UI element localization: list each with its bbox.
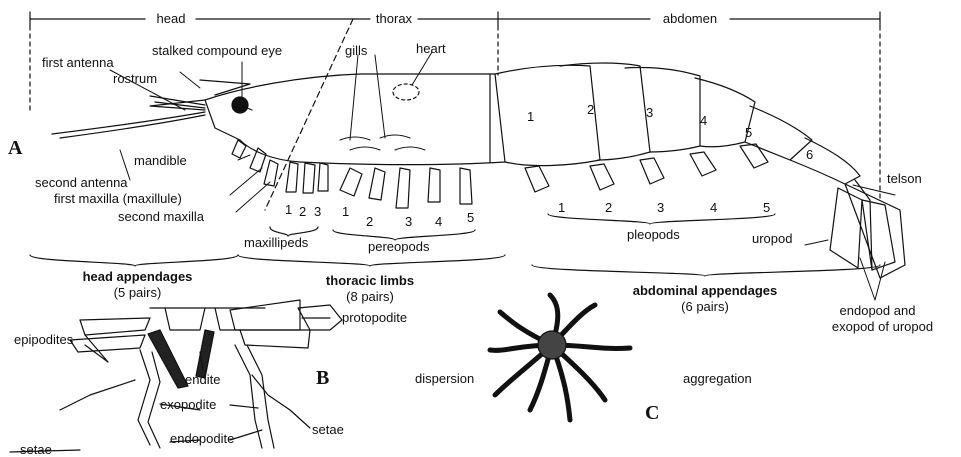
abdominal-appendages-count: (6 pairs) [590,300,820,314]
pleopod-number: 2 [605,201,612,215]
maxilliped-number: 3 [314,205,321,219]
head-appendages-count: (5 pairs) [45,286,230,300]
endopod-exopod-label-line1: endopod and [820,304,935,318]
pleopod-number: 4 [710,201,717,215]
epipodites-label: epipodites [14,333,73,347]
head-appendages-title: head appendages [45,270,230,284]
dispersion-label: dispersion [415,372,474,386]
thoracic-limbs-count: (8 pairs) [300,290,440,304]
segment-number: 5 [745,126,752,140]
region-thorax-label: thorax [370,12,418,26]
panel-a-label: A [8,138,22,158]
maxilliped-number: 1 [285,203,292,217]
region-abdomen-label: abdomen [650,12,730,26]
leader-lines [110,52,895,300]
exopodite-label: exopodite [160,398,216,412]
thoracic-limb-drawing [10,300,342,452]
uropod-label: uropod [752,232,792,246]
segment-number: 1 [527,110,534,124]
pleopod-number: 3 [657,201,664,215]
segment-number: 4 [700,114,707,128]
rostrum-label: rostrum [113,72,157,86]
pleopods-label: pleopods [627,228,680,242]
second-maxilla-label: second maxilla [118,210,204,224]
endite-label: endite [185,373,220,387]
pereopod-number: 5 [467,211,474,225]
segment-number: 6 [806,148,813,162]
mandible-label: mandible [134,154,187,168]
thoracic-limbs-title: thoracic limbs [300,274,440,288]
pereopod-number: 4 [435,215,442,229]
pereopod-number: 2 [366,215,373,229]
panel-b-label: B [316,368,329,388]
segment-number: 3 [646,106,653,120]
maxillipeds-label: maxillipeds [244,236,308,250]
endopod-exopod-label-line2: exopod of uropod [810,320,955,334]
region-head-label: head [146,12,196,26]
stalked-eye-label: stalked compound eye [152,44,282,58]
pereopod-number: 1 [342,205,349,219]
setae-label-right: setae [312,423,344,437]
pleopod-number: 5 [763,201,770,215]
heart-label: heart [416,42,446,56]
pereopods-label: pereopods [368,240,429,254]
second-antenna-label: second antenna [35,176,128,190]
abdominal-appendages-title: abdominal appendages [590,284,820,298]
endopodite-label: endopodite [170,432,234,446]
pereopod-number: 3 [405,215,412,229]
maxilliped-number: 2 [299,205,306,219]
pleopod-number: 1 [558,201,565,215]
protopodite-label: protopodite [342,311,407,325]
first-antenna-label: first antenna [42,56,114,70]
telson-label: telson [887,172,922,186]
aggregation-label: aggregation [683,372,752,386]
panel-c-label: C [645,403,659,423]
first-maxilla-label: first maxilla (maxillule) [54,192,182,206]
gills-label: gills [345,44,367,58]
segment-number: 2 [587,103,594,117]
